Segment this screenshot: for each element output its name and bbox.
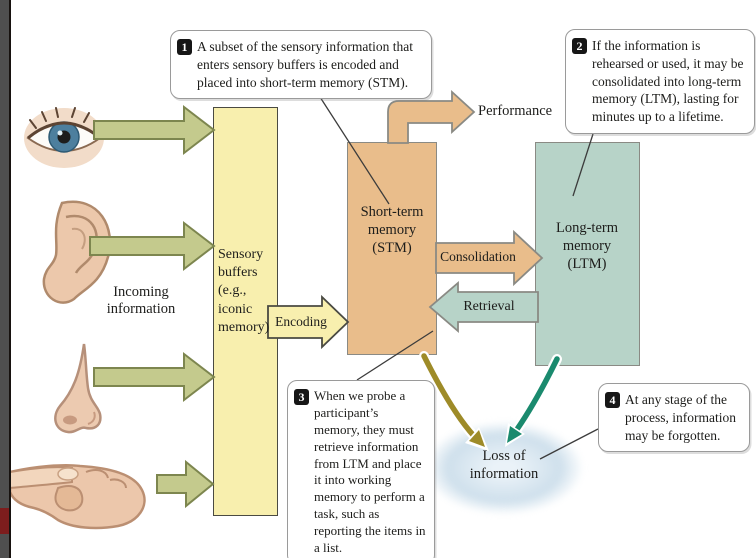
incoming-information-label: Incoming information bbox=[106, 284, 176, 318]
callout-2-text: If the information is rehearsed or used,… bbox=[592, 38, 744, 125]
frame-red-mark bbox=[0, 508, 9, 534]
callout-1-number-badge: 1 bbox=[177, 39, 192, 55]
callout-1-text: A subset of the sensory information that… bbox=[197, 39, 413, 90]
eye-icon bbox=[24, 107, 104, 168]
frame-strip bbox=[0, 0, 9, 558]
callout-4-number-badge: 4 bbox=[605, 392, 620, 408]
callout-4-text: At any stage of the process, information… bbox=[625, 392, 736, 443]
performance-arrow bbox=[387, 89, 476, 144]
callout-3: 3 When we probe a participant’s memory, … bbox=[287, 380, 435, 558]
hand-icon bbox=[8, 464, 146, 530]
callout-3-number-badge: 3 bbox=[294, 389, 309, 405]
callout-3-text: When we probe a participant’s memory, th… bbox=[314, 388, 426, 556]
performance-label: Performance bbox=[478, 103, 553, 119]
long-term-memory-label: Long-term memory (LTM) bbox=[555, 220, 618, 273]
retrieval-label: Retrieval bbox=[463, 299, 515, 314]
eye-arrow bbox=[93, 104, 216, 156]
callout-2: 2 If the information is rehearsed or use… bbox=[565, 29, 755, 135]
callout-2-number-badge: 2 bbox=[572, 38, 587, 54]
loss-of-information-label: Loss of information bbox=[469, 448, 539, 483]
consolidation-label: Consolidation bbox=[440, 249, 516, 264]
encoding-label: Encoding bbox=[275, 314, 327, 329]
callout-4: 4 At any stage of the process, informati… bbox=[598, 383, 750, 453]
hand-arrow bbox=[156, 459, 215, 509]
callout-1: 1 A subset of the sensory information th… bbox=[170, 30, 432, 100]
nose-icon bbox=[54, 343, 102, 434]
short-term-memory-label: Short-term memory (STM) bbox=[360, 204, 424, 257]
sensory-buffers-label: Sensory buffers (e.g., iconic memory) bbox=[218, 247, 270, 335]
frame-divider-line bbox=[9, 0, 11, 558]
